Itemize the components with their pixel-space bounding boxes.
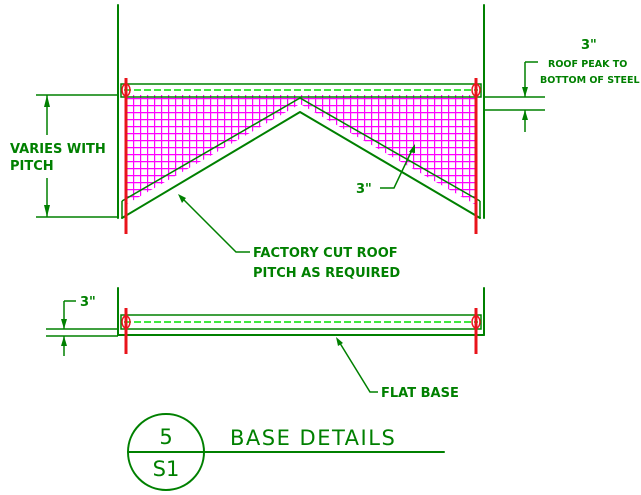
- roof-peak-dimension-value: 3": [581, 38, 597, 53]
- detail-title: BASE DETAILS: [230, 426, 396, 450]
- flat-base-callout: FLAT BASE: [336, 337, 459, 401]
- factory-cut-label-line2: PITCH AS REQUIRED: [253, 266, 400, 281]
- title-block: 5 S1 BASE DETAILS: [127, 413, 445, 491]
- roof-peak-label-line2: BOTTOM OF STEEL: [540, 75, 640, 86]
- varies-with-pitch-label-line2: PITCH: [10, 159, 54, 174]
- factory-cut-label-line1: FACTORY CUT ROOF: [253, 246, 398, 261]
- flat-base-dimension-label: 3": [80, 295, 96, 310]
- pitched-rafter-outer: [121, 111, 481, 219]
- varies-with-pitch-label-line1: VARIES WITH: [10, 142, 106, 157]
- anchor-bolt-right-flat: [471, 308, 481, 354]
- rafter-offset-callout: 3": [356, 144, 415, 197]
- pitched-rafter-inner: [121, 97, 481, 202]
- hatch-fill: [125, 95, 476, 205]
- flat-base-label: FLAT BASE: [381, 386, 459, 401]
- pitched-base-detail: VARIES WITH PITCH 3" ROOF PEAK TO BOTTOM…: [10, 4, 640, 281]
- anchor-bolt-left-flat: [121, 308, 131, 354]
- top-steel-frame: [120, 83, 482, 98]
- varies-with-pitch-dimension: VARIES WITH PITCH: [10, 94, 118, 218]
- roof-peak-label-line1: ROOF PEAK TO: [548, 59, 627, 70]
- flat-steel-frame: [120, 314, 482, 330]
- flat-base-detail: 3" FLAT BASE: [46, 287, 485, 401]
- sheet-number: S1: [153, 457, 180, 481]
- flat-base-dimension: 3": [46, 295, 118, 356]
- detail-number: 5: [159, 425, 172, 449]
- factory-cut-callout: FACTORY CUT ROOF PITCH AS REQUIRED: [178, 194, 400, 281]
- roof-peak-dimension: 3" ROOF PEAK TO BOTTOM OF STEEL: [484, 38, 640, 132]
- rafter-offset-label: 3": [356, 182, 372, 197]
- anchor-bolt-left: [121, 78, 131, 234]
- anchor-bolt-right: [471, 78, 481, 234]
